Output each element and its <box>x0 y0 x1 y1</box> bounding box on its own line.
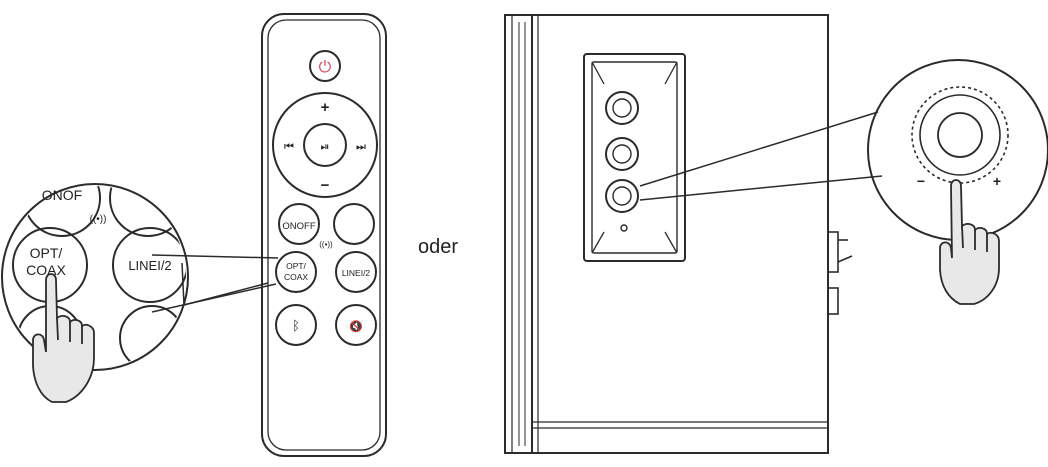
zoom-onof-label: ONOF <box>42 187 82 203</box>
remote-opt-coax-line2: COAX <box>284 272 308 282</box>
remote-eq-button[interactable] <box>333 203 375 245</box>
next-icon[interactable]: ⏭ <box>356 141 366 153</box>
zoom-opt-coax-line2: COAX <box>26 262 66 278</box>
knob-hand-icon <box>939 179 1000 305</box>
speaker-side-view <box>504 14 853 454</box>
remote-body-outer <box>261 13 387 457</box>
speaker-indicator-led <box>620 224 628 232</box>
speaker-knob-middle <box>605 137 639 171</box>
zoom-opt-coax-line1: OPT/ <box>30 245 63 261</box>
remote-bluetooth-button[interactable]: ᛒ <box>275 304 317 346</box>
speaker-rear-connectors <box>827 231 853 315</box>
zoom-line-label: LINEI/2 <box>128 258 171 273</box>
remote-eq-icon: ((•)) <box>319 240 333 249</box>
remote-mute-button[interactable]: 🔇 <box>335 304 377 346</box>
remote-onoff-label: ONOFF <box>282 221 315 232</box>
speaker-knob-top <box>605 91 639 125</box>
knob-plus-label: + <box>993 173 1001 189</box>
play-pause-icon[interactable]: ⏯ <box>321 141 330 153</box>
remote-line-label: LINEI/2 <box>342 268 371 278</box>
separator-text: oder <box>418 236 459 258</box>
speaker-cabinet <box>531 14 829 454</box>
zoom-line-button <box>112 227 186 303</box>
remote-opt-coax-line1: OPT/ <box>286 261 306 271</box>
zoom-mute-button <box>119 305 185 368</box>
knob-minus-label: − <box>917 173 925 189</box>
speaker-knob-bottom <box>605 179 639 213</box>
knob-callout-lines <box>639 111 883 201</box>
remote-body-inner <box>267 19 381 451</box>
knob-zoom-callout <box>867 59 1048 305</box>
volume-up-icon[interactable]: + <box>321 99 330 116</box>
remote-power-button[interactable]: ⏻ <box>309 50 341 82</box>
remote-nav-ring <box>272 92 378 198</box>
pointing-hand-icon <box>32 273 95 403</box>
previous-icon[interactable]: ⏮ <box>284 141 294 153</box>
bluetooth-icon: ᛒ <box>292 318 300 333</box>
mute-icon: 🔇 <box>349 320 363 333</box>
volume-down-icon[interactable]: − <box>321 177 330 194</box>
remote-control: ⏻ + − ⏮ ⏭ ⏯ ONOFF ((•)) <box>261 13 387 457</box>
zoom-eq-button <box>109 186 186 237</box>
power-icon: ⏻ <box>319 59 332 76</box>
speaker-control-panel <box>583 53 686 262</box>
knob-scale-ring <box>911 86 1009 184</box>
remote-opt-coax-button[interactable]: OPT/ COAX <box>275 251 317 293</box>
remote-zoom-callout <box>1 183 189 403</box>
remote-onoff-button[interactable]: ONOFF <box>278 203 320 245</box>
zoom-eq-icon: ((•)) <box>90 214 107 225</box>
remote-line-button[interactable]: LINEI/2 <box>335 251 377 293</box>
